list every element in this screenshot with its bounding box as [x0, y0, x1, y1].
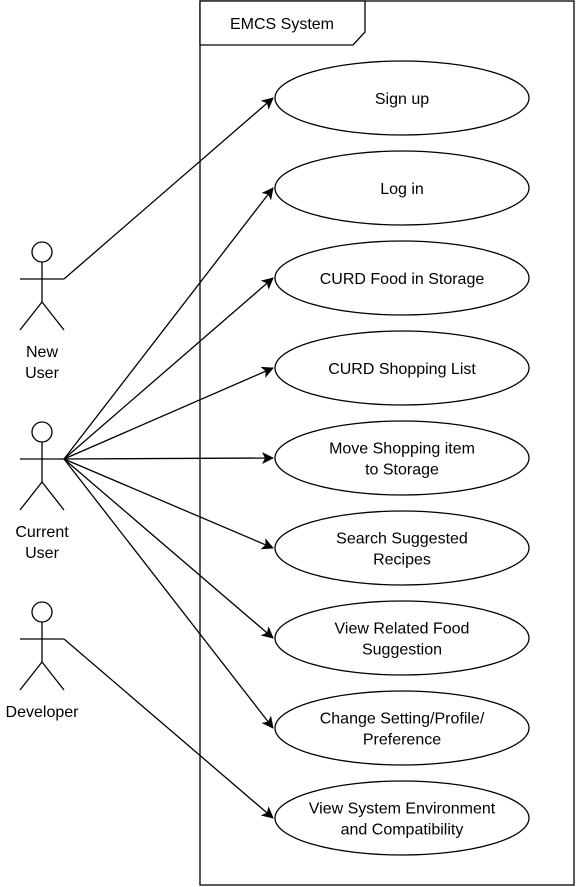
use-case-ellipse [274, 240, 530, 316]
use-case-label: Search Suggested [336, 531, 468, 548]
use-case-ellipse [274, 690, 530, 766]
use-case-change-setting: Change Setting/Profile/Preference [274, 690, 530, 766]
actor-label: User [25, 545, 59, 562]
actor-developer: Developer [6, 601, 80, 721]
use-case-label: Suggestion [362, 642, 442, 659]
actor-right-leg [41, 481, 65, 511]
use-case-curd-food: CURD Food in Storage [274, 240, 530, 316]
use-case-ellipse [274, 600, 530, 676]
actor-label: New [26, 344, 58, 361]
association-current-user-to-view-food [63, 458, 274, 639]
use-case-label: CURD Shopping List [328, 361, 476, 378]
use-case-signup: Sign up [274, 60, 530, 136]
use-case-label: View System Environment [309, 801, 496, 818]
actor-label: Current [15, 524, 69, 541]
actor-right-leg [41, 301, 65, 331]
association-new-user-to-signup [63, 97, 274, 280]
use-case-label: and Compatibility [341, 822, 464, 839]
actor-left-leg [19, 301, 43, 331]
association-developer-to-view-env [63, 638, 274, 819]
use-case-ellipse [274, 420, 530, 496]
association-current-user-to-curd-food [63, 277, 274, 460]
actor-head [31, 421, 53, 443]
association-current-user-to-move-item [63, 452, 274, 465]
use-case-label: CURD Food in Storage [320, 271, 485, 288]
actor-head [31, 241, 53, 263]
association-current-user-to-search-recipes [63, 458, 274, 550]
use-case-view-env: View System Environment and Compatibility [274, 780, 530, 856]
use-case-label: Move Shopping item [329, 441, 475, 458]
use-case-ellipse [274, 330, 530, 406]
actor-label: Developer [6, 704, 80, 721]
actor-left-leg [19, 661, 43, 691]
association-current-user-to-change-setting [63, 458, 274, 729]
use-case-ellipse [274, 780, 530, 856]
use-case-label: Preference [363, 732, 441, 749]
use-case-ellipse [274, 60, 530, 136]
actor-head [31, 601, 53, 623]
use-case-label: to Storage [365, 462, 439, 479]
actor-left-leg [19, 481, 43, 511]
association-current-user-to-curd-shopping [63, 366, 274, 460]
use-case-label: View Related Food [335, 621, 470, 638]
use-case-label: Recipes [373, 552, 431, 569]
use-case-label: Log in [380, 181, 424, 198]
associations [63, 97, 274, 819]
use-case-ellipse [274, 150, 530, 226]
use-case-move-item: Move Shopping item to Storage [274, 420, 530, 496]
use-case-ellipse [274, 510, 530, 586]
use-case-curd-shopping: CURD Shopping List [274, 330, 530, 406]
use-case-label: Change Setting/Profile/ [320, 711, 485, 728]
use-case-login: Log in [274, 150, 530, 226]
association-current-user-to-login [63, 187, 274, 460]
use-case-label: Sign up [375, 91, 429, 108]
actor-right-leg [41, 661, 65, 691]
system-title: EMCS System [230, 16, 334, 33]
actor-label: User [25, 365, 59, 382]
system-title-tab [199, 0, 366, 46]
